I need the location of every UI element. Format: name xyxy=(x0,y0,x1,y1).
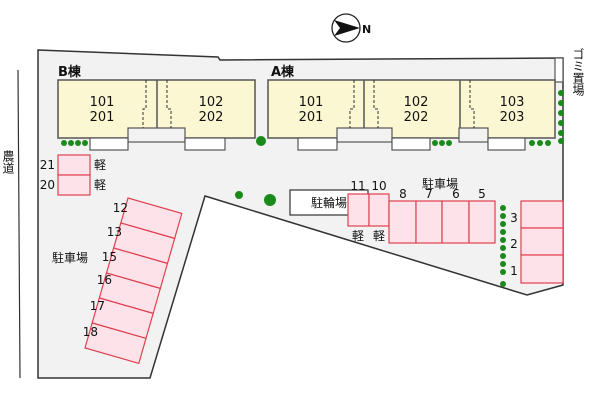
stall-label-8: 8 xyxy=(399,187,407,201)
stall-label-1: 1 xyxy=(510,264,518,278)
unit-a-202: 202 xyxy=(404,110,429,125)
kei-label: 軽 xyxy=(373,229,385,243)
stall-label-11: 11 xyxy=(350,179,365,193)
stall-label-10: 10 xyxy=(371,179,386,193)
parking-stall-5 xyxy=(468,200,496,244)
building-b xyxy=(57,79,256,151)
parking-stall-11 xyxy=(347,193,370,227)
parking-stall-20 xyxy=(57,174,91,196)
kei-label: 軽 xyxy=(94,158,106,172)
parking-stall-3 xyxy=(520,200,564,229)
parking-stall-6 xyxy=(441,200,470,244)
diagonal-parking xyxy=(84,197,183,365)
parking-label-left: 駐車場 xyxy=(52,250,88,265)
trees xyxy=(61,90,564,287)
stall-label-18: 18 xyxy=(83,325,98,339)
unit-a-101: 101 xyxy=(299,95,324,110)
unit-a-103: 103 xyxy=(500,95,525,110)
building-b-label: B棟 xyxy=(58,64,82,80)
garbage-area xyxy=(554,57,564,83)
kei-label: 軽 xyxy=(352,229,364,243)
stall-label-20: 20 xyxy=(40,178,55,192)
parking-stall-21 xyxy=(57,154,91,176)
stall-label-16: 16 xyxy=(97,273,112,287)
unit-b-101: 101 xyxy=(90,95,115,110)
parking-label-center: 駐車場 xyxy=(422,176,458,191)
stall-label-15: 15 xyxy=(102,250,117,264)
stall-label-7: 7 xyxy=(425,187,433,201)
garbage-label: ゴミ置場 xyxy=(571,47,585,97)
bike-parking-label: 駐輪場 xyxy=(311,195,347,210)
stall-label-21: 21 xyxy=(40,158,55,172)
unit-b-202: 202 xyxy=(199,110,224,125)
svg-text:N: N xyxy=(362,23,371,36)
stall-label-3: 3 xyxy=(510,211,518,225)
unit-b-201: 201 xyxy=(90,110,115,125)
unit-b-102: 102 xyxy=(199,95,224,110)
parking-stall-1 xyxy=(520,254,564,284)
parking-stall-2 xyxy=(520,227,564,256)
stall-label-2: 2 xyxy=(510,237,518,251)
building-a xyxy=(267,79,556,151)
north-compass-icon: N xyxy=(331,13,371,43)
parking-stall-8 xyxy=(388,200,417,244)
road-edge xyxy=(17,69,21,379)
stall-label-13: 13 xyxy=(107,225,122,239)
unit-a-201: 201 xyxy=(299,110,324,125)
unit-a-102: 102 xyxy=(404,95,429,110)
unit-a-203: 203 xyxy=(500,110,525,125)
stall-label-6: 6 xyxy=(452,187,460,201)
stall-label-17: 17 xyxy=(90,299,105,313)
stall-label-5: 5 xyxy=(478,187,486,201)
kei-label: 軽 xyxy=(94,178,106,192)
parking-stall-7 xyxy=(415,200,443,244)
parking-stall-10 xyxy=(368,193,390,227)
road-label: 農道 xyxy=(1,150,15,174)
stall-label-12: 12 xyxy=(113,201,128,215)
building-a-label: A棟 xyxy=(271,64,295,80)
